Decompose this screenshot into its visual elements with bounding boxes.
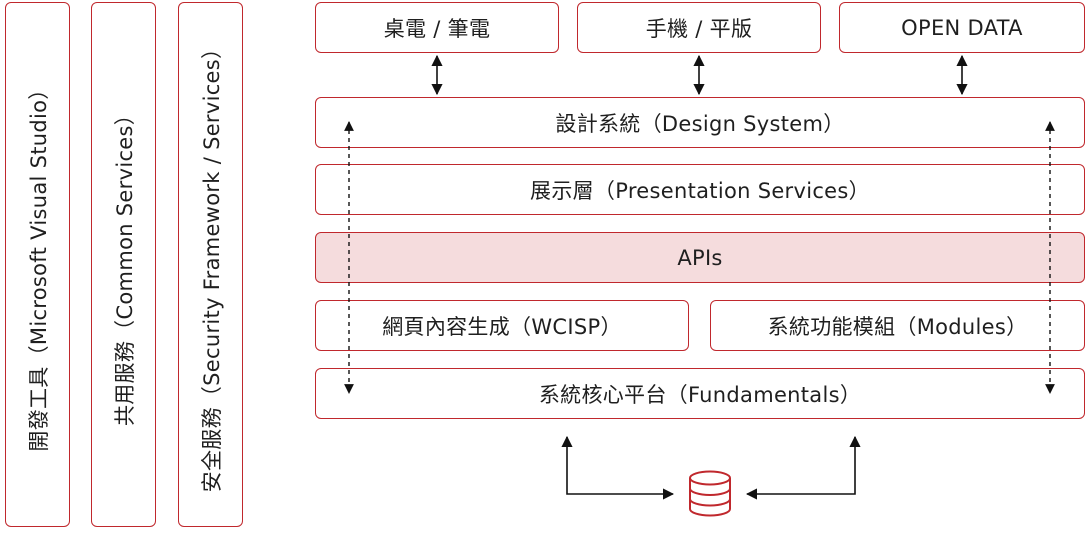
side-column-common-services-label: 共用服務（Common Services） xyxy=(112,103,137,426)
layer-presentation-label: 展示層（Presentation Services） xyxy=(530,178,870,203)
client-mobile-label: 手機 / 平版 xyxy=(645,16,753,41)
layer-wcisp: 網頁內容生成（WCISP） xyxy=(315,300,689,351)
layer-modules-label: 系統功能模組（Modules） xyxy=(767,314,1028,339)
connector-db-right xyxy=(745,435,861,500)
client-open-data-label: OPEN DATA xyxy=(901,15,1023,40)
database-icon xyxy=(689,470,731,517)
layer-apis: APIs xyxy=(315,232,1085,283)
layer-modules: 系統功能模組（Modules） xyxy=(710,300,1085,351)
layer-presentation: 展示層（Presentation Services） xyxy=(315,164,1085,215)
layer-fundamentals-label: 系統核心平台（Fundamentals） xyxy=(538,382,862,407)
client-desktop-label: 桌電 / 筆電 xyxy=(383,16,491,41)
layer-apis-label: APIs xyxy=(677,245,723,270)
client-mobile: 手機 / 平版 xyxy=(577,2,821,53)
connector-db-left xyxy=(561,435,675,500)
side-column-security: 安全服務（Security Framework / Services） xyxy=(178,2,243,527)
side-column-security-label: 安全服務（Security Framework / Services） xyxy=(199,37,224,492)
client-open-data: OPEN DATA xyxy=(839,2,1085,53)
layer-fundamentals: 系統核心平台（Fundamentals） xyxy=(315,368,1085,419)
side-column-dev-tools: 開發工具（Microsoft Visual Studio） xyxy=(5,2,70,527)
layer-wcisp-label: 網頁內容生成（WCISP） xyxy=(382,314,622,339)
side-column-dev-tools-label: 開發工具（Microsoft Visual Studio） xyxy=(26,77,51,452)
side-column-common-services: 共用服務（Common Services） xyxy=(91,2,156,527)
client-desktop: 桌電 / 筆電 xyxy=(315,2,559,53)
layer-design-system: 設計系統（Design System） xyxy=(315,97,1085,148)
layer-design-system-label: 設計系統（Design System） xyxy=(555,111,845,136)
